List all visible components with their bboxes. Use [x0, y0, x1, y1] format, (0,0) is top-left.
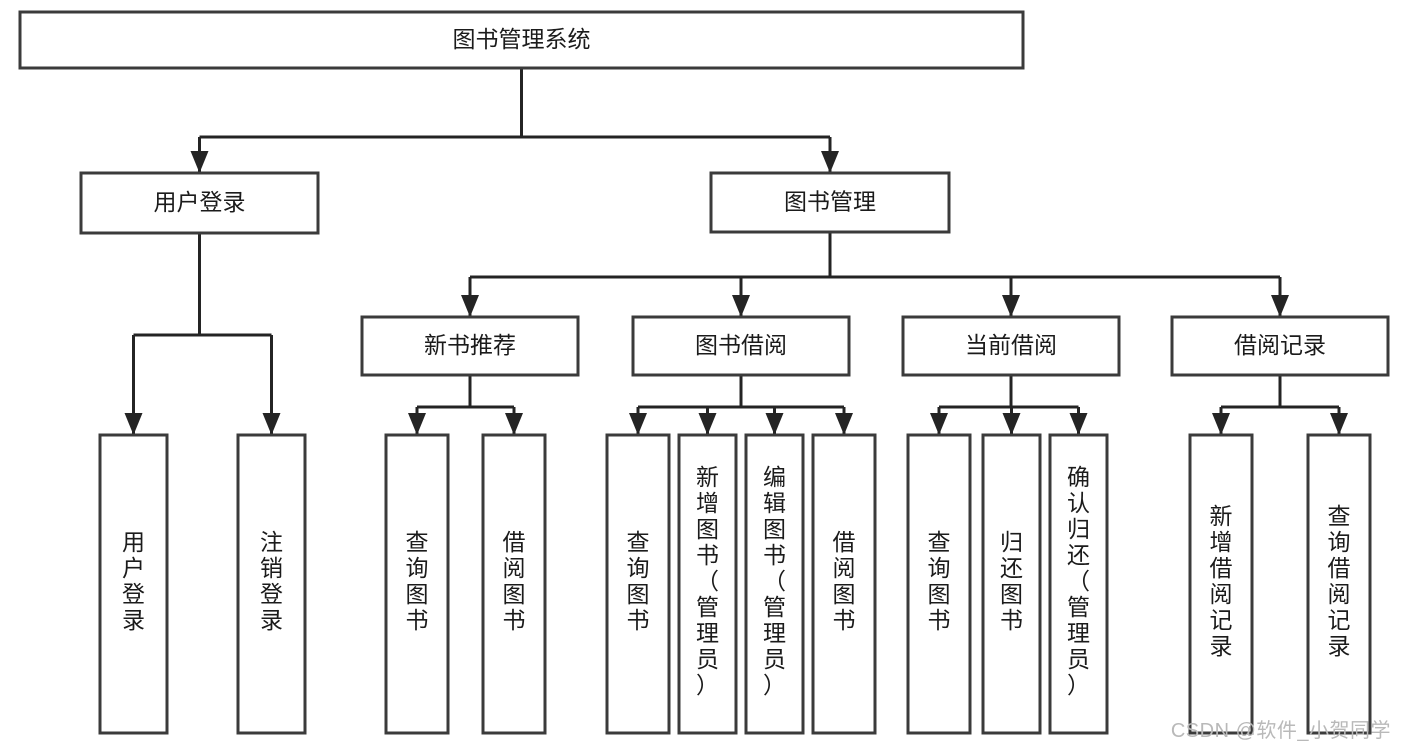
arrow-head-icon-book-borrow-0	[629, 413, 647, 435]
arrow-head-icon-book-manage-1	[732, 295, 750, 317]
arrow-head-icon-root-1	[821, 151, 839, 173]
arrow-head-icon-book-manage-2	[1002, 295, 1020, 317]
arrow-head-icon-new-book-recommend-1	[505, 413, 523, 435]
arrow-head-icon-book-borrow-3	[835, 413, 853, 435]
node-query-borrow-record[interactable]: 查询借阅记录	[1306, 433, 1372, 735]
node-add-book[interactable]: 新增图书（管理员）	[677, 433, 738, 735]
node-root[interactable]: 图书管理系统	[18, 10, 1025, 70]
node-new-book-recommend[interactable]: 新书推荐	[360, 315, 580, 377]
arrow-head-icon-borrow-record-1	[1330, 413, 1348, 435]
node-box-current-borrow	[901, 315, 1121, 377]
arrow-head-icon-book-borrow-1	[698, 413, 717, 435]
arrow-head-icon-book-manage-0	[461, 295, 479, 317]
node-label-user-login: 用户登录	[154, 189, 246, 215]
arrow-head-icon-current-borrow-2	[1069, 413, 1088, 435]
node-edit-book[interactable]: 编辑图书（管理员）	[744, 433, 805, 735]
node-label-query-book-1: 查询图书	[406, 529, 429, 633]
node-query-book-2[interactable]: 查询图书	[605, 433, 671, 735]
node-box-book-manage	[709, 171, 951, 234]
node-label-book-borrow: 图书借阅	[695, 332, 787, 358]
node-box-borrow-record	[1170, 315, 1390, 377]
arrow-head-icon-root-0	[190, 151, 209, 173]
node-box-add-borrow-record	[1188, 433, 1254, 735]
arrow-head-icon-book-manage-3	[1271, 295, 1289, 317]
node-label-borrow-record: 借阅记录	[1234, 332, 1326, 358]
node-label-root: 图书管理系统	[453, 26, 591, 52]
node-book-manage[interactable]: 图书管理	[709, 171, 951, 234]
node-label-add-borrow-record: 新增借阅记录	[1210, 503, 1233, 659]
arrow-head-icon-book-borrow-2	[765, 413, 784, 435]
node-box-query-book-1	[384, 433, 450, 735]
node-label-add-book: 新增图书（管理员）	[696, 464, 719, 698]
node-confirm-return[interactable]: 确认归还（管理员）	[1048, 433, 1109, 735]
node-box-user-login-do	[98, 433, 169, 735]
node-box-query-borrow-record	[1306, 433, 1372, 735]
node-box-return-book	[981, 433, 1042, 735]
node-box-confirm-return	[1048, 433, 1109, 735]
node-add-borrow-record[interactable]: 新增借阅记录	[1188, 433, 1254, 735]
node-label-query-book-2: 查询图书	[627, 529, 650, 633]
node-label-edit-book: 编辑图书（管理员）	[763, 464, 786, 698]
node-box-edit-book	[744, 433, 805, 735]
node-label-return-book: 归还图书	[1000, 529, 1023, 633]
node-label-current-borrow: 当前借阅	[965, 332, 1057, 358]
node-user-login[interactable]: 用户登录	[79, 171, 320, 235]
node-label-user-login-do: 用户登录	[122, 529, 145, 633]
node-label-query-borrow-record: 查询借阅记录	[1328, 503, 1351, 659]
node-box-book-borrow	[631, 315, 851, 377]
node-box-user-login	[79, 171, 320, 235]
node-label-borrow-book-1: 借阅图书	[503, 529, 526, 633]
node-borrow-book-1[interactable]: 借阅图书	[481, 433, 547, 735]
node-box-query-book-3	[906, 433, 972, 735]
node-borrow-book-2[interactable]: 借阅图书	[811, 433, 877, 735]
node-box-user-logout	[236, 433, 307, 735]
node-user-logout[interactable]: 注销登录	[236, 433, 307, 735]
arrow-head-icon-new-book-recommend-0	[408, 413, 426, 435]
node-label-book-manage: 图书管理	[784, 189, 876, 215]
node-user-login-do[interactable]: 用户登录	[98, 433, 169, 735]
node-box-query-book-2	[605, 433, 671, 735]
node-label-borrow-book-2: 借阅图书	[833, 529, 856, 633]
node-book-borrow[interactable]: 图书借阅	[631, 315, 851, 377]
node-box-new-book-recommend	[360, 315, 580, 377]
node-layer: 图书管理系统用户登录图书管理用户登录注销登录新书推荐图书借阅当前借阅借阅记录查询…	[18, 10, 1390, 735]
node-box-borrow-book-2	[811, 433, 877, 735]
node-box-root	[18, 10, 1025, 70]
arrow-head-icon-borrow-record-0	[1212, 413, 1230, 435]
connector-layer	[124, 68, 1348, 435]
node-query-book-1[interactable]: 查询图书	[384, 433, 450, 735]
node-box-add-book	[677, 433, 738, 735]
node-current-borrow[interactable]: 当前借阅	[901, 315, 1121, 377]
node-box-borrow-book-1	[481, 433, 547, 735]
node-query-book-3[interactable]: 查询图书	[906, 433, 972, 735]
node-return-book[interactable]: 归还图书	[981, 433, 1042, 735]
node-label-new-book-recommend: 新书推荐	[424, 332, 516, 358]
arrow-head-icon-current-borrow-1	[1002, 413, 1021, 435]
node-borrow-record[interactable]: 借阅记录	[1170, 315, 1390, 377]
node-label-confirm-return: 确认归还（管理员）	[1067, 464, 1090, 698]
node-label-user-logout: 注销登录	[260, 529, 283, 633]
arrow-head-icon-user-login-0	[124, 413, 143, 435]
arrow-head-icon-user-login-1	[262, 413, 281, 435]
arrow-head-icon-current-borrow-0	[930, 413, 948, 435]
node-label-query-book-3: 查询图书	[928, 529, 951, 633]
